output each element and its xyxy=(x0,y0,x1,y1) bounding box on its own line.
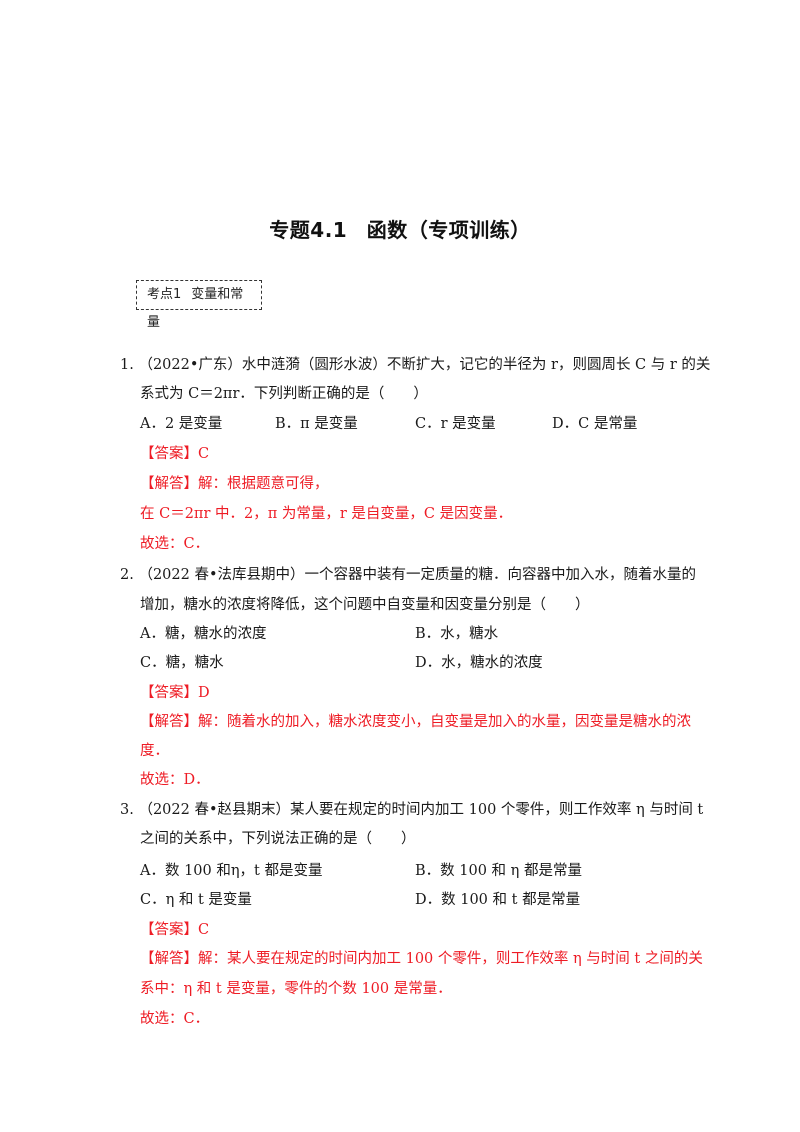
answer-value: C xyxy=(198,446,210,462)
question-text: （2022•广东）水中涟漪（圆形水波）不断扩大，记它的半径为 r，则圆周长 C … xyxy=(138,357,711,373)
question-1-stem-line-1: 1. （2022•广东）水中涟漪（圆形水波）不断扩大，记它的半径为 r，则圆周长… xyxy=(120,355,710,375)
page-title: 专题4.1 函数（专项训练） xyxy=(0,214,800,243)
solution-text: 解：根据题意可得， xyxy=(198,476,329,492)
option-b: B．数 100 和 η 都是常量 xyxy=(415,863,582,879)
question-number: 1. xyxy=(120,357,134,373)
section-name: 变量和常量 xyxy=(147,287,244,330)
solution-label: 【解答】 xyxy=(140,951,198,967)
option-b: B．π 是变量 xyxy=(275,416,358,432)
section-label: 考点1 xyxy=(147,287,182,302)
solution-line-1: 【解答】解：某人要在规定的时间内加工 100 个零件，则工作效率 η 与时间 t… xyxy=(140,949,703,969)
answer-line: 【答案】D xyxy=(140,683,210,703)
solution-text: 解：某人要在规定的时间内加工 100 个零件，则工作效率 η 与时间 t 之间的… xyxy=(198,951,703,967)
solution-line-1: 【解答】解：根据题意可得， xyxy=(140,474,329,494)
conclusion: 故选：D． xyxy=(140,772,210,788)
answer-value: C xyxy=(198,922,210,938)
option-a: A．糖，糖水的浓度 xyxy=(140,626,267,642)
answer-label: 【答案】 xyxy=(140,685,198,701)
question-text: （2022 春•法库县期中）一个容器中装有一定质量的糖．向容器中加入水，随着水量… xyxy=(138,567,697,583)
question-2-stem-line-2: 增加，糖水的浓度将降低，这个问题中自变量和因变量分别是（ ） xyxy=(140,597,590,613)
solution-label: 【解答】 xyxy=(140,476,198,492)
option-a: A．数 100 和η，t 都是变量 xyxy=(140,863,323,879)
solution-line-2: 系中：η 和 t 是变量，零件的个数 100 是常量． xyxy=(140,981,452,997)
answer-line: 【答案】C xyxy=(140,444,209,464)
title-topic-name: 函数（专项训练） xyxy=(366,218,531,242)
answer-label: 【答案】 xyxy=(140,922,198,938)
option-c: C．r 是变量 xyxy=(415,416,496,432)
answer-label: 【答案】 xyxy=(140,446,198,462)
solution-label: 【解答】 xyxy=(140,714,198,730)
conclusion: 故选：C． xyxy=(140,536,210,552)
solution-text: 解：随着水的加入，糖水浓度变小，自变量是加入的水量，因变量是糖水的浓 xyxy=(198,714,691,730)
solution-line-2: 度． xyxy=(140,743,169,759)
option-d: D．水，糖水的浓度 xyxy=(415,655,543,671)
question-3-stem-line-1: 3. （2022 春•赵县期末）某人要在规定的时间内加工 100 个零件，则工作… xyxy=(120,800,703,820)
solution-line-2: 在 C＝2πr 中．2，π 为常量，r 是自变量，C 是因变量． xyxy=(140,506,513,522)
question-number: 2. xyxy=(120,567,134,583)
question-3-stem-line-2: 之间的关系中，下列说法正确的是（ ） xyxy=(140,831,416,847)
question-number: 3. xyxy=(120,802,134,818)
question-text: （2022 春•赵县期末）某人要在规定的时间内加工 100 个零件，则工作效率 … xyxy=(138,802,704,818)
answer-value: D xyxy=(198,685,210,701)
question-2-stem-line-1: 2. （2022 春•法库县期中）一个容器中装有一定质量的糖．向容器中加入水，随… xyxy=(120,565,696,585)
solution-line-1: 【解答】解：随着水的加入，糖水浓度变小，自变量是加入的水量，因变量是糖水的浓 xyxy=(140,712,691,732)
title-topic-number: 专题4.1 xyxy=(269,218,348,242)
option-c: C．η 和 t 是变量 xyxy=(140,892,252,908)
option-d: D．C 是常量 xyxy=(552,416,638,432)
option-c: C．糖，糖水 xyxy=(140,655,224,671)
option-d: D．数 100 和 t 都是常量 xyxy=(415,892,581,908)
option-b: B．水，糖水 xyxy=(415,626,499,642)
question-1-stem-line-2: 系式为 C＝2πr．下列判断正确的是（ ） xyxy=(140,386,428,402)
conclusion: 故选：C． xyxy=(140,1011,210,1027)
option-a: A．2 是变量 xyxy=(140,416,223,432)
answer-line: 【答案】C xyxy=(140,920,209,940)
